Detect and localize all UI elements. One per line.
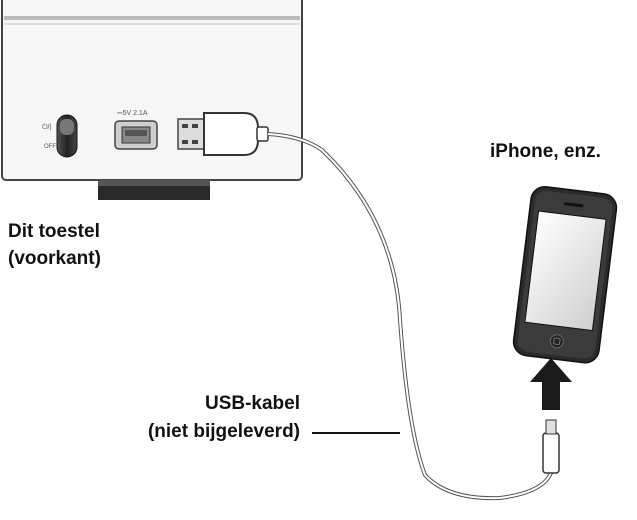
device-foot-highlight	[98, 180, 210, 186]
device-body	[1, 0, 303, 181]
phone-connector-tip	[545, 419, 557, 435]
iphone-home-button[interactable]	[549, 334, 564, 349]
phone-label: iPhone, enz.	[490, 141, 601, 162]
usb-rating-label: ⎓5V 2.1A	[117, 110, 148, 117]
iphone-speaker	[563, 202, 584, 208]
cable-label-line2: (niet bijgeleverd)	[147, 421, 300, 442]
usb-port-tongue	[125, 130, 147, 136]
device-label-line2: (voorkant)	[8, 248, 101, 269]
home-square-icon	[553, 337, 561, 345]
iphone-screen	[524, 210, 607, 332]
phone-connector-housing	[542, 432, 560, 474]
usb-cable-outline	[267, 132, 554, 501]
usb-a-metal-shell	[177, 118, 207, 150]
usb-a-strain-relief	[256, 126, 269, 142]
usb-a-slot	[192, 140, 198, 144]
device-label-line1: Dit toestel	[8, 221, 100, 242]
power-off-label: OFF	[44, 144, 56, 150]
phone-connector	[542, 419, 560, 474]
cable-label-line1: USB-kabel	[204, 393, 300, 414]
device-front-panel: ⏻/| OFF ⎓5V 2.1A	[1, 0, 303, 200]
usb-a-slot	[182, 140, 188, 144]
power-switch-lever	[60, 119, 74, 135]
usb-cable-core	[267, 133, 553, 500]
power-symbol-label: ⏻/|	[42, 123, 51, 131]
insert-arrow-icon	[530, 358, 572, 410]
usb-a-slot	[182, 124, 188, 128]
usb-a-housing	[203, 112, 259, 156]
usb-a-slot	[192, 124, 198, 128]
iphone-device	[512, 186, 618, 364]
usb-a-plug	[177, 112, 269, 156]
